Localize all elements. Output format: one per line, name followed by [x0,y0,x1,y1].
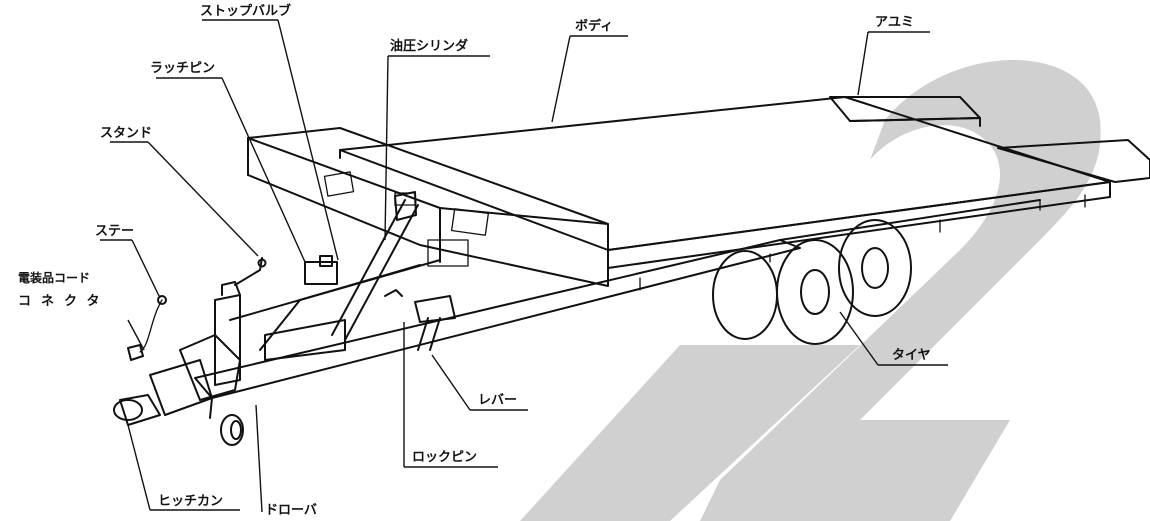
leader-lines [100,19,948,513]
label-drawbar: ドローバ [265,503,317,518]
label-stay: ステー [95,224,134,239]
label-latch-pin: ラッチピン [150,61,215,76]
watermark [520,60,1101,521]
labels: ストップバルブ 油圧シリンダ ボディ アユミ ラッチピン スタンド ステー 電装… [18,3,931,518]
label-connector: コネクタ [18,294,109,309]
label-body: ボディ [575,18,613,34]
label-stop-valve: ストップバルブ [200,3,291,19]
trailer-illustration [113,96,1150,446]
label-hitch-can: ヒッチカン [158,494,223,509]
label-electric-cord: 電装品コード [18,270,90,285]
label-stand: スタンド [100,126,152,141]
label-lock-pin: ロックピン [412,450,477,465]
label-tire: タイヤ [892,348,931,363]
label-lever: レバー [478,393,517,408]
label-ramp: アユミ [875,15,914,30]
label-hydraulic-cylinder: 油圧シリンダ [390,38,468,54]
